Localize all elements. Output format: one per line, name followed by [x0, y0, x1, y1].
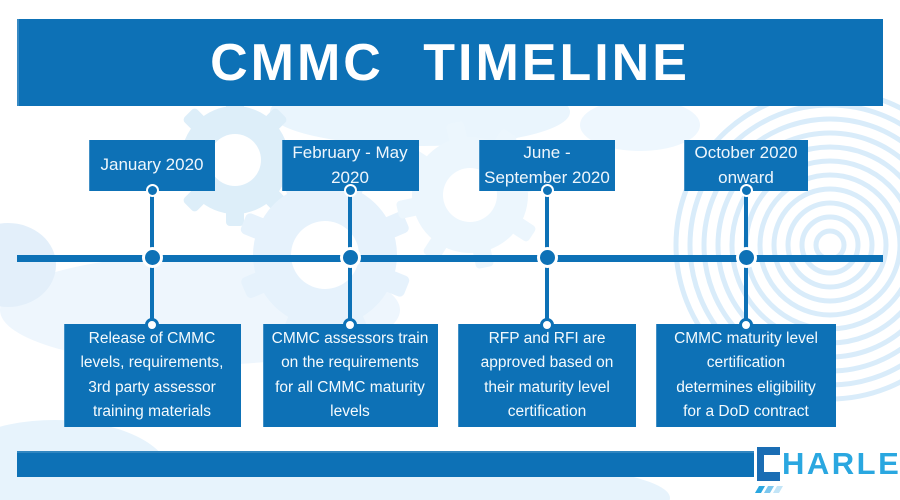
timeline-bar: [17, 255, 883, 262]
logo-text: HARLES: [782, 446, 900, 481]
fingerprint-icon: [673, 88, 900, 402]
blob-shape: [580, 99, 700, 151]
page-title: CMMC TIMELINE: [210, 33, 690, 92]
logo-stripes-icon: [754, 486, 784, 493]
blob-shape: [0, 223, 56, 307]
logo-c-glyph-icon: [757, 447, 784, 481]
title-banner: CMMC TIMELINE: [17, 19, 883, 106]
brand-logo: HARLES: [757, 447, 900, 481]
footer-bar: [17, 451, 754, 477]
